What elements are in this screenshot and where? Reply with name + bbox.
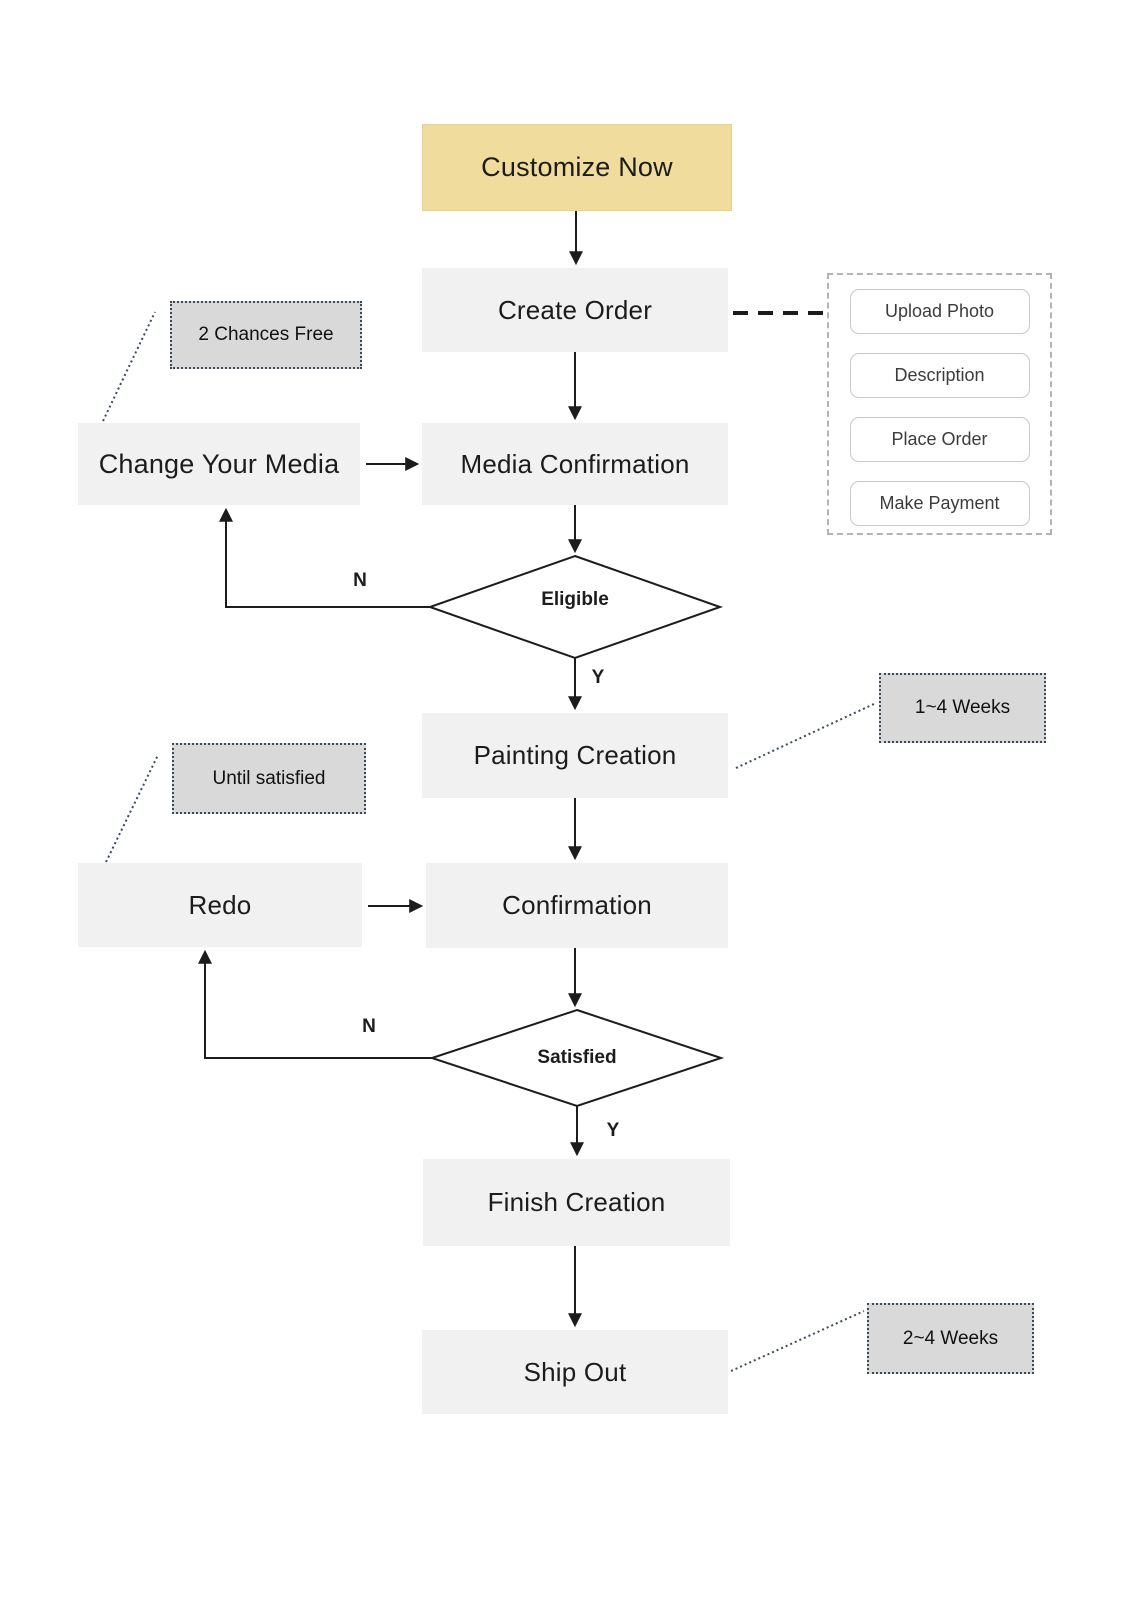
node-change-your-media: Change Your Media (78, 423, 360, 505)
branch-label-satisfied-yes: Y (606, 1120, 620, 1141)
decision-eligible-label: Eligible (541, 589, 609, 610)
arrow-eligible-no-loop (219, 507, 430, 608)
node-finish-creation: Finish Creation (423, 1159, 730, 1246)
node-painting-creation: Painting Creation (422, 713, 728, 798)
dotted-link-painting-duration (735, 702, 877, 769)
node-create-order: Create Order (422, 268, 728, 352)
node-customize-now: Customize Now (422, 124, 732, 211)
note-shipping-duration: 2~4 Weeks (867, 1303, 1034, 1374)
decision-eligible-shape (426, 554, 724, 660)
branch-label-satisfied-no: N (362, 1016, 376, 1037)
note-painting-duration: 1~4 Weeks (879, 673, 1046, 743)
branch-label-eligible-yes: Y (591, 667, 605, 688)
panel-item-place-order: Place Order (849, 417, 1030, 462)
note-until-satisfied: Until satisfied (172, 743, 366, 814)
branch-label-eligible-no: N (353, 570, 367, 591)
decision-satisfied-label: Satisfied (537, 1047, 617, 1068)
node-redo: Redo (78, 863, 362, 947)
dotted-link-shipping-duration (730, 1310, 865, 1372)
panel-item-upload-photo: Upload Photo (849, 289, 1030, 334)
panel-item-description: Description (849, 353, 1030, 398)
panel-item-make-payment: Make Payment (849, 481, 1030, 526)
node-confirmation: Confirmation (426, 863, 728, 948)
node-media-confirmation: Media Confirmation (422, 423, 728, 505)
note-chances-free: 2 Chances Free (170, 301, 362, 369)
dotted-link-until-satisfied (105, 754, 159, 863)
node-ship-out: Ship Out (422, 1330, 728, 1414)
order-steps-panel: Upload Photo Description Place Order Mak… (827, 273, 1052, 535)
arrow-satisfied-no-loop (198, 949, 432, 1059)
decision-satisfied-shape (428, 1008, 725, 1108)
dotted-link-chances-free (102, 311, 156, 422)
